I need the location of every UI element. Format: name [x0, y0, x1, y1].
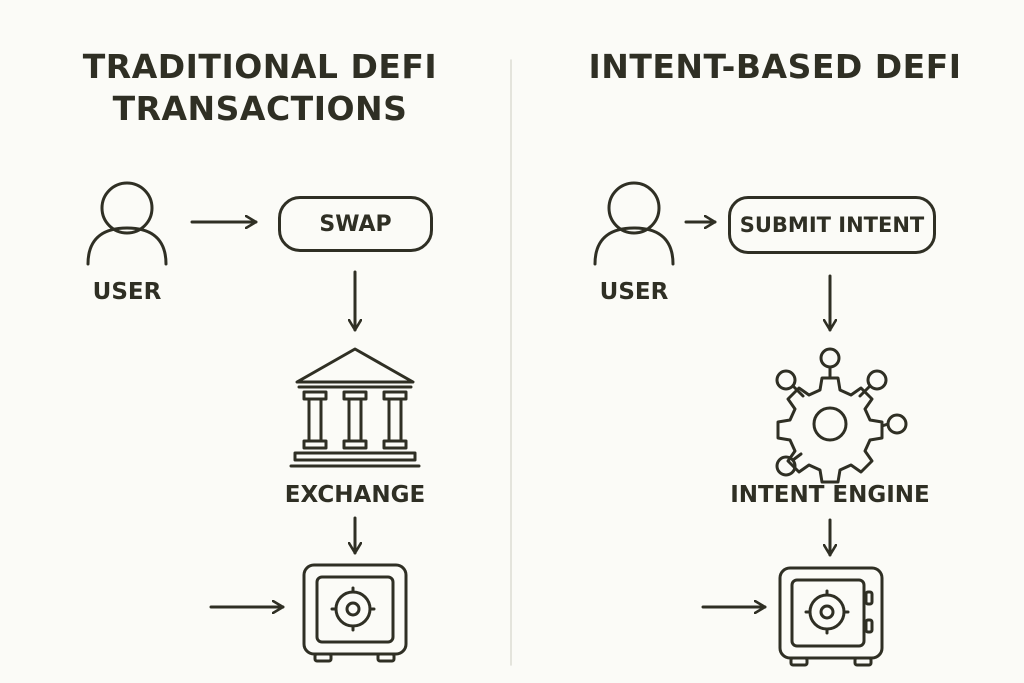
right-user-label: USER [599, 279, 669, 305]
swap-button[interactable]: SWAP [278, 196, 433, 252]
gear-network-icon [775, 347, 908, 484]
right-panel-title: INTENT-BASED DEFI [588, 47, 962, 86]
left-panel-title: TRADITIONAL DEFI TRANSACTIONS [82, 47, 438, 128]
user-icon [593, 181, 675, 266]
exchange-label: EXCHANGE [284, 482, 426, 508]
submit-intent-button[interactable]: SUBMIT INTENT [728, 196, 936, 254]
left-user-label: USER [92, 279, 162, 305]
user-icon [86, 181, 168, 266]
intent-engine-label: INTENT ENGINE [730, 482, 930, 508]
safe-icon [302, 563, 408, 663]
safe-icon [778, 566, 884, 667]
bank-icon [289, 347, 421, 468]
